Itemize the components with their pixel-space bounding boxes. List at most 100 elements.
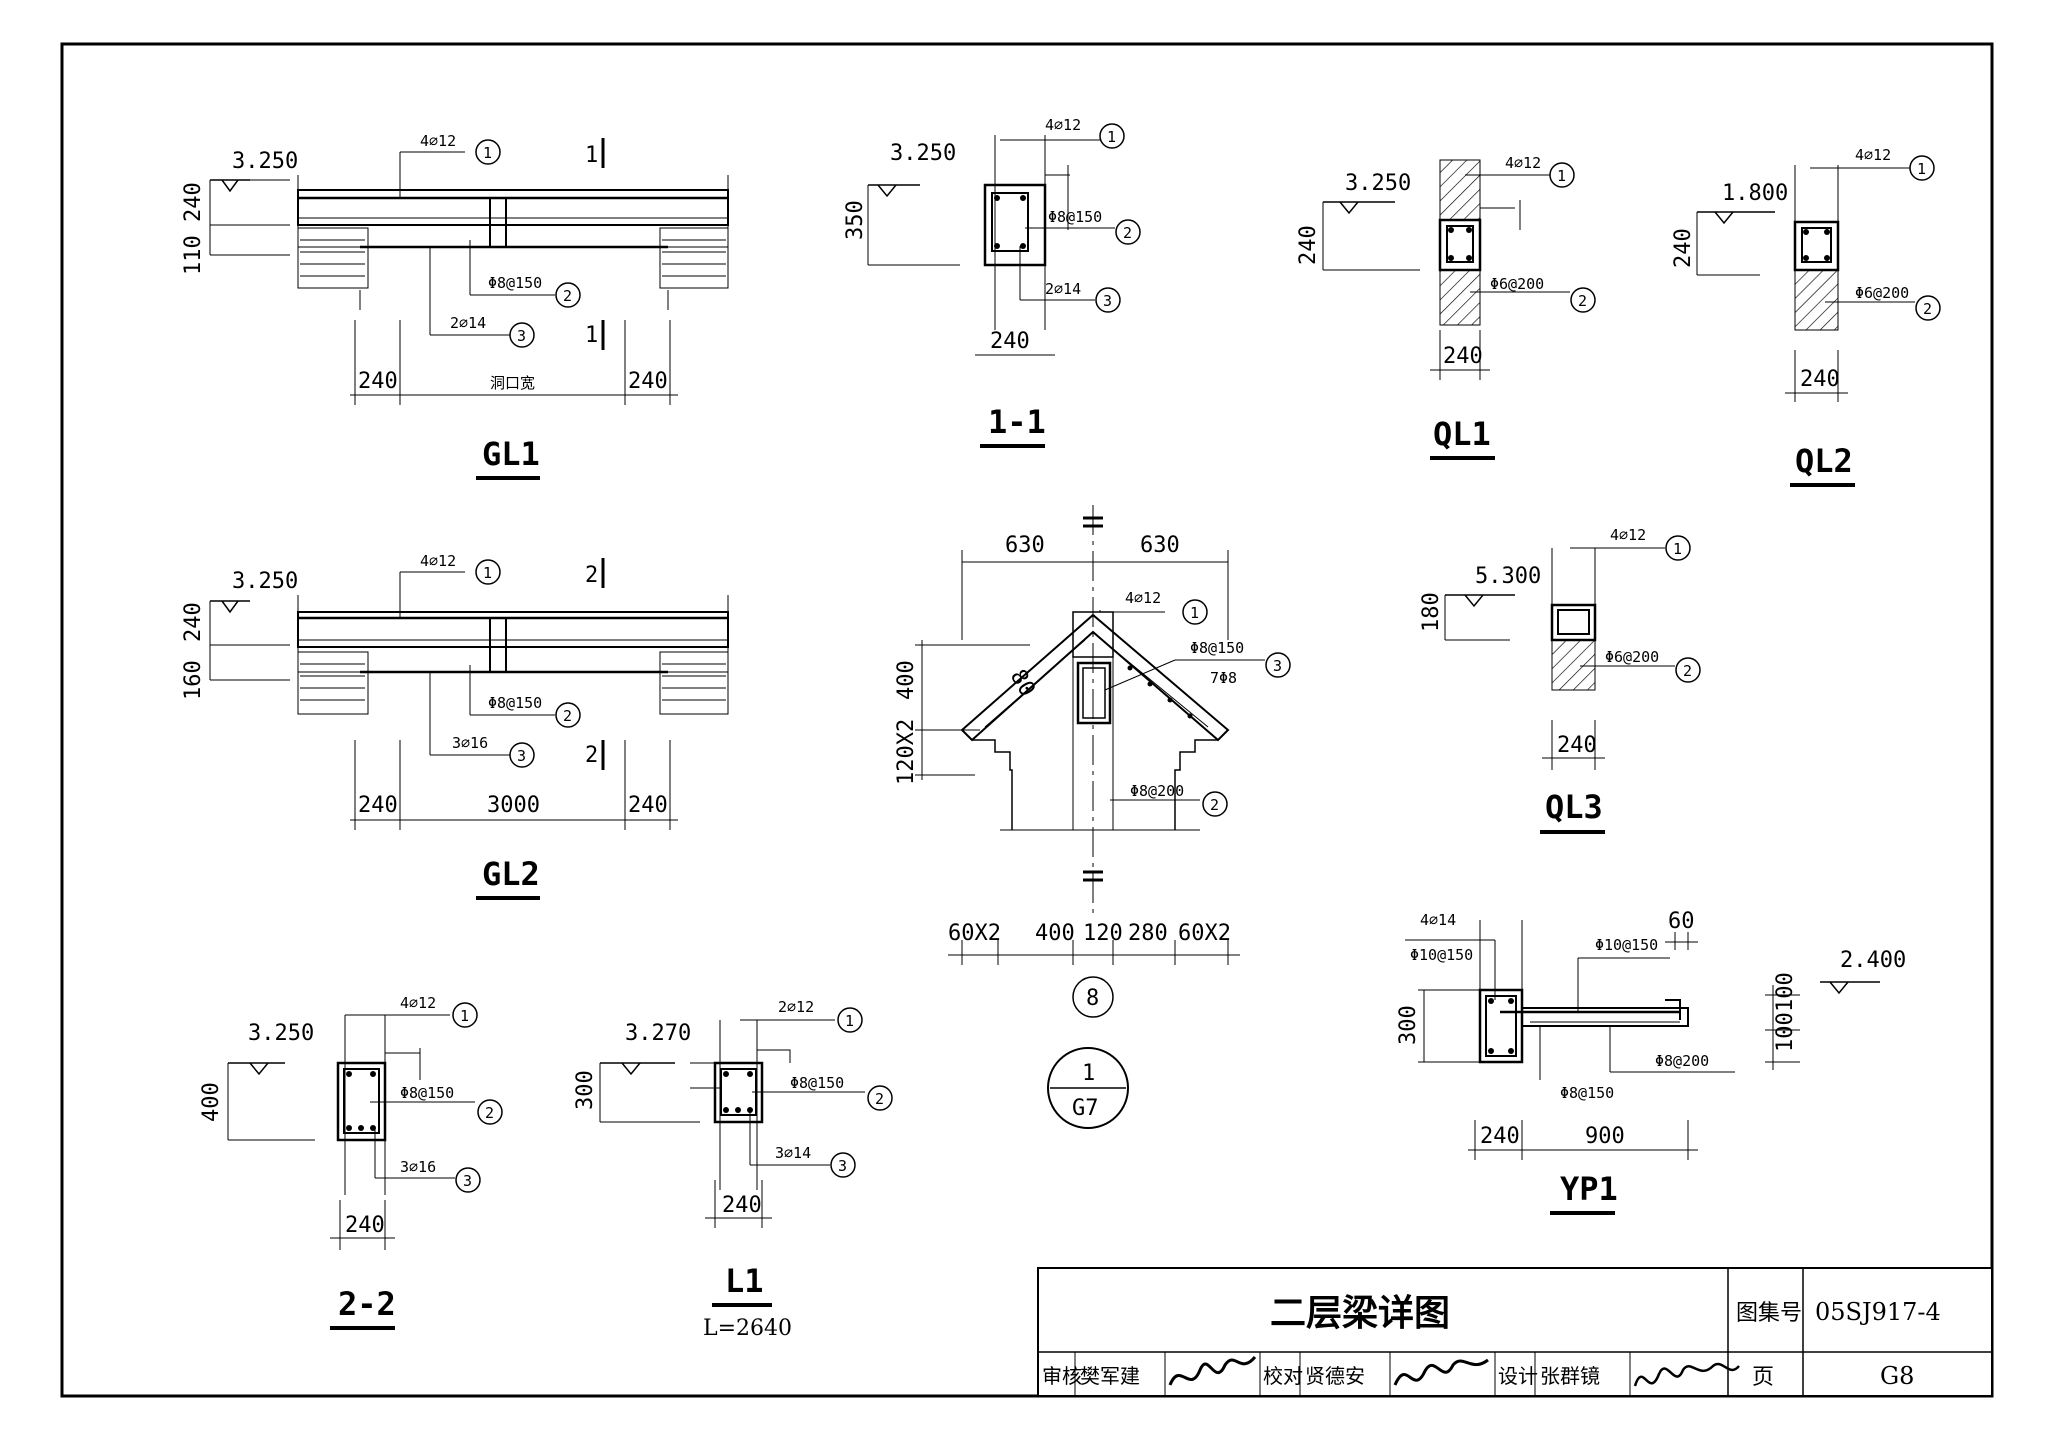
svg-text:240: 240 <box>1557 733 1597 758</box>
svg-text:1: 1 <box>1557 167 1566 185</box>
gl1-dim-right: 240 <box>628 369 668 394</box>
svg-text:3: 3 <box>463 1172 472 1190</box>
gl2-elevation: 3.250 240 160 4⌀12 1 2 <box>181 552 729 900</box>
svg-text:3.250: 3.250 <box>232 569 298 594</box>
gl1-top-bar: 4⌀12 <box>420 132 456 150</box>
gl1-wall-left <box>297 227 369 289</box>
gl1-h-lower: 110 <box>181 235 206 275</box>
gl1-elevation: 3.250 240 110 4⌀12 <box>181 132 729 480</box>
svg-text:240: 240 <box>345 1213 385 1238</box>
svg-text:280: 280 <box>1128 921 1168 946</box>
svg-text:630: 630 <box>1005 533 1045 558</box>
svg-text:120X2: 120X2 <box>894 719 919 785</box>
svg-text:4⌀12: 4⌀12 <box>420 552 456 570</box>
svg-text:Φ6@200: Φ6@200 <box>1605 648 1659 666</box>
svg-text:G7: G7 <box>1072 1096 1099 1121</box>
svg-text:1: 1 <box>845 1012 854 1030</box>
gl2-wall-right <box>659 651 729 715</box>
gl1-dim-span: 洞口宽 <box>490 374 535 392</box>
svg-text:Φ10@150: Φ10@150 <box>1410 946 1473 964</box>
svg-text:3⌀16: 3⌀16 <box>452 734 488 752</box>
svg-text:1.800: 1.800 <box>1722 181 1788 206</box>
svg-text:2: 2 <box>1123 224 1132 242</box>
gl1-title: GL1 <box>482 435 540 473</box>
svg-text:2⌀14: 2⌀14 <box>1045 280 1081 298</box>
svg-text:240: 240 <box>628 793 668 818</box>
svg-text:QL2: QL2 <box>1795 442 1853 480</box>
svg-text:05SJ917-4: 05SJ917-4 <box>1815 1298 1941 1326</box>
svg-text:3.250: 3.250 <box>1345 171 1411 196</box>
gl2-wall-left <box>297 651 369 715</box>
drawing-title: 二层梁详图 <box>1270 1293 1450 1334</box>
svg-text:100: 100 <box>1773 1012 1798 1052</box>
svg-text:240: 240 <box>1671 228 1696 268</box>
svg-text:3: 3 <box>517 327 526 345</box>
axis-bubble <box>1072 976 1114 1018</box>
svg-text:60X2: 60X2 <box>1178 921 1231 946</box>
svg-text:QL1: QL1 <box>1433 415 1491 453</box>
svg-text:2: 2 <box>1210 796 1219 814</box>
svg-text:80: 80 <box>1005 666 1040 701</box>
svg-text:图集号: 图集号 <box>1736 1301 1802 1326</box>
svg-text:240: 240 <box>1296 225 1321 265</box>
svg-text:300: 300 <box>573 1070 598 1110</box>
svg-text:4⌀12: 4⌀12 <box>1505 154 1541 172</box>
gl1-bottom-bar: 2⌀14 <box>450 314 486 332</box>
svg-text:2: 2 <box>1683 662 1692 680</box>
svg-text:2: 2 <box>563 707 572 725</box>
svg-text:L1: L1 <box>725 1262 764 1300</box>
svg-text:Φ8@200: Φ8@200 <box>1655 1052 1709 1070</box>
svg-text:4⌀12: 4⌀12 <box>1855 146 1891 164</box>
svg-text:审核: 审核 <box>1042 1364 1082 1388</box>
svg-text:G8: G8 <box>1880 1362 1914 1390</box>
sheet-border <box>60 42 1994 1398</box>
section-2-2: 3.250 400 4⌀12 1 Φ8@150 2 3⌀16 3 240 2-2 <box>199 994 503 1330</box>
svg-text:张群镜: 张群镜 <box>1540 1364 1600 1388</box>
l1-section: 3.270 300 2⌀12 1 Φ8@150 2 3⌀14 3 240 L1 … <box>573 998 893 1341</box>
yp1-section: 2.400 100 100 300 4⌀14 Φ10@150 Φ10@150 6… <box>1396 909 1906 1215</box>
svg-text:Φ8@150: Φ8@150 <box>1560 1084 1614 1102</box>
svg-text:630: 630 <box>1140 533 1180 558</box>
svg-text:2-2: 2-2 <box>338 1285 396 1323</box>
svg-text:100: 100 <box>1773 972 1798 1012</box>
svg-text:240: 240 <box>181 602 206 642</box>
svg-text:3: 3 <box>1273 657 1282 675</box>
svg-text:1: 1 <box>460 1007 469 1025</box>
svg-text:2⌀12: 2⌀12 <box>778 998 814 1016</box>
gl1-elev: 3.250 <box>232 149 298 174</box>
svg-text:60X2: 60X2 <box>948 921 1001 946</box>
svg-text:Φ8@150: Φ8@150 <box>1190 639 1244 657</box>
svg-text:1: 1 <box>1917 160 1926 178</box>
svg-text:5.300: 5.300 <box>1475 564 1541 589</box>
svg-text:GL2: GL2 <box>482 855 540 893</box>
gl1-sec-mark-top: 1 <box>585 143 598 168</box>
svg-text:2: 2 <box>585 743 598 768</box>
svg-text:3: 3 <box>517 747 526 765</box>
svg-text:校对: 校对 <box>1263 1364 1303 1388</box>
ql3-section: 5.300 180 4⌀12 1 Φ6@200 2 240 QL3 <box>1419 526 1701 834</box>
svg-text:240: 240 <box>1800 367 1840 392</box>
svg-text:7Φ8: 7Φ8 <box>1210 669 1237 687</box>
svg-text:2.400: 2.400 <box>1840 948 1906 973</box>
svg-text:Φ6@200: Φ6@200 <box>1855 284 1909 302</box>
svg-text:60: 60 <box>1668 909 1695 934</box>
svg-text:240: 240 <box>358 793 398 818</box>
svg-text:Φ10@150: Φ10@150 <box>1595 936 1658 954</box>
svg-text:3⌀16: 3⌀16 <box>400 1158 436 1176</box>
svg-text:240: 240 <box>1480 1124 1520 1149</box>
svg-text:4⌀12: 4⌀12 <box>1125 589 1161 607</box>
svg-text:120: 120 <box>1083 921 1123 946</box>
svg-text:3⌀14: 3⌀14 <box>775 1144 811 1162</box>
svg-text:贤德安: 贤德安 <box>1305 1364 1365 1388</box>
gl1-sec-mark-bottom: 1 <box>585 323 598 348</box>
svg-text:160: 160 <box>181 660 206 700</box>
svg-text:1-1: 1-1 <box>988 403 1046 441</box>
ql1-section: 3.250 240 4⌀12 1 Φ6@200 2 240 QL1 <box>1296 154 1596 460</box>
svg-text:1: 1 <box>1673 540 1682 558</box>
ql2-section: 1.800 240 4⌀12 1 Φ6@200 2 240 QL2 <box>1671 146 1941 487</box>
gl1-h-beam: 240 <box>181 182 206 222</box>
svg-text:400: 400 <box>1035 921 1075 946</box>
detail-reference: 1 G7 <box>1047 1047 1129 1129</box>
svg-text:3.250: 3.250 <box>248 1021 314 1046</box>
